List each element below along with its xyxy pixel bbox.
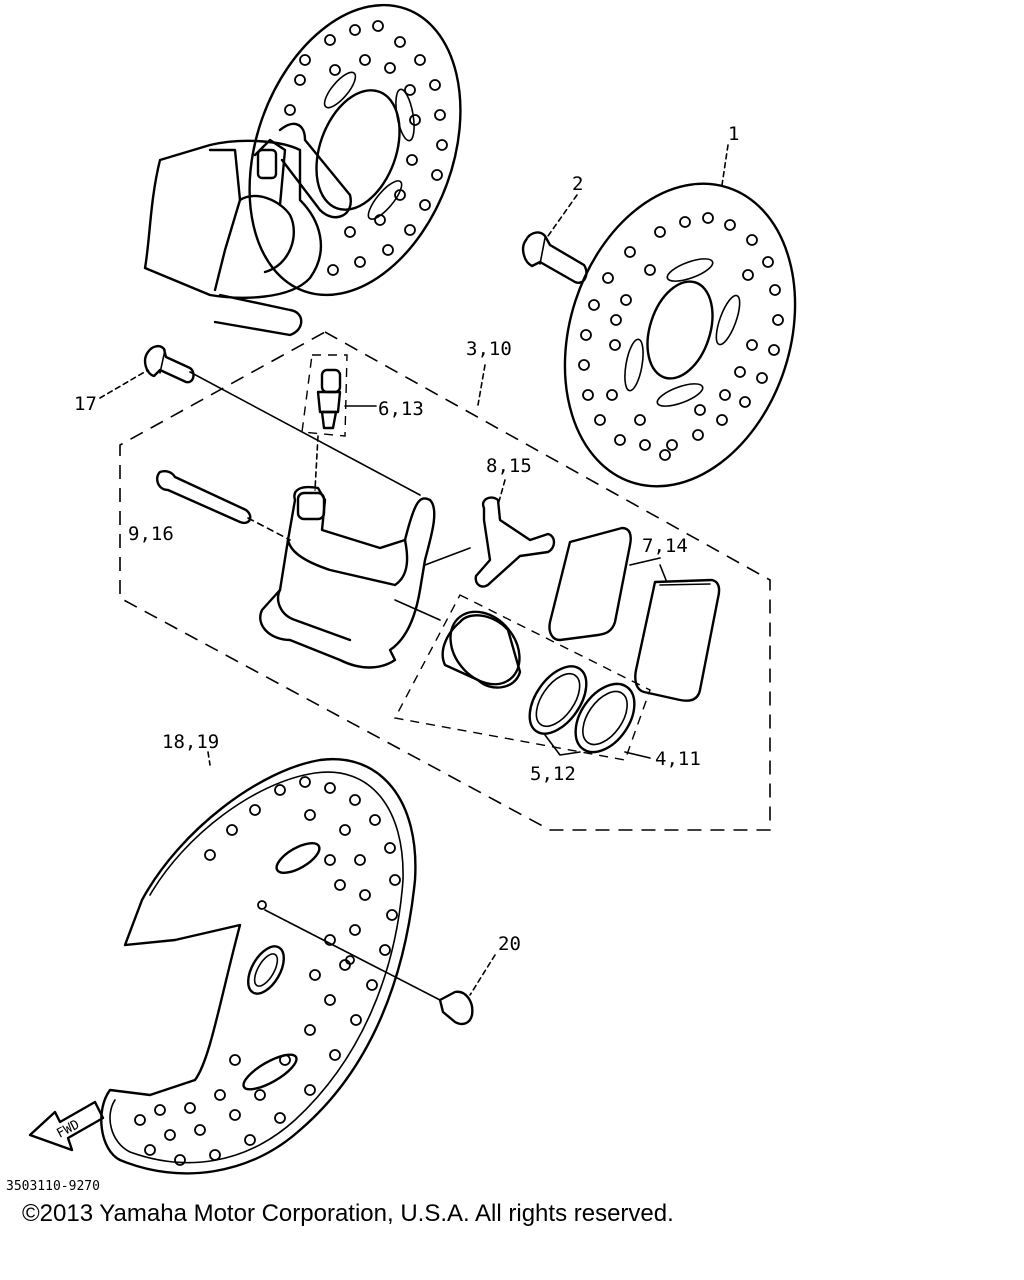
callout-5-12: 5,12 [530, 763, 576, 785]
brake-exploded-diagram: FWD 1 2 3,10 17 6,13 8,15 9,16 7,14 18,1… [6, 3, 797, 1194]
drawing-number: 3503110-9270 [6, 1179, 100, 1194]
fwd-arrow-icon [28, 1100, 105, 1152]
callout-4-11: 4,11 [655, 748, 701, 770]
piston-seal-box [393, 594, 651, 761]
callout-17: 17 [74, 393, 97, 415]
bolt-part-20 [438, 954, 496, 1026]
disc-cover-part-18-19 [100, 751, 441, 1175]
callout-1: 1 [728, 123, 739, 145]
caliper-assembly-outline [119, 331, 771, 831]
callout-2: 2 [572, 173, 583, 195]
pad-spring-part-8-15 [474, 479, 556, 588]
brake-disc-part-1 [563, 144, 797, 488]
bolt-part-2 [521, 194, 588, 284]
callout-3-10: 3,10 [466, 338, 512, 360]
assembled-brake-view [143, 3, 462, 337]
bleed-valve-part-6-13 [301, 354, 377, 491]
caliper-body [259, 486, 471, 669]
copyright-notice: ©2013 Yamaha Motor Corporation, U.S.A. A… [22, 1200, 674, 1227]
callout-6-13: 6,13 [378, 398, 424, 420]
bolt-part-17 [99, 344, 421, 496]
callout-8-15: 8,15 [486, 455, 532, 477]
callout-18-19: 18,19 [162, 731, 219, 753]
callout-20: 20 [498, 933, 521, 955]
callout-7-14: 7,14 [642, 535, 688, 557]
pin-part-9-16 [156, 470, 291, 541]
callout-9-16: 9,16 [128, 523, 174, 545]
